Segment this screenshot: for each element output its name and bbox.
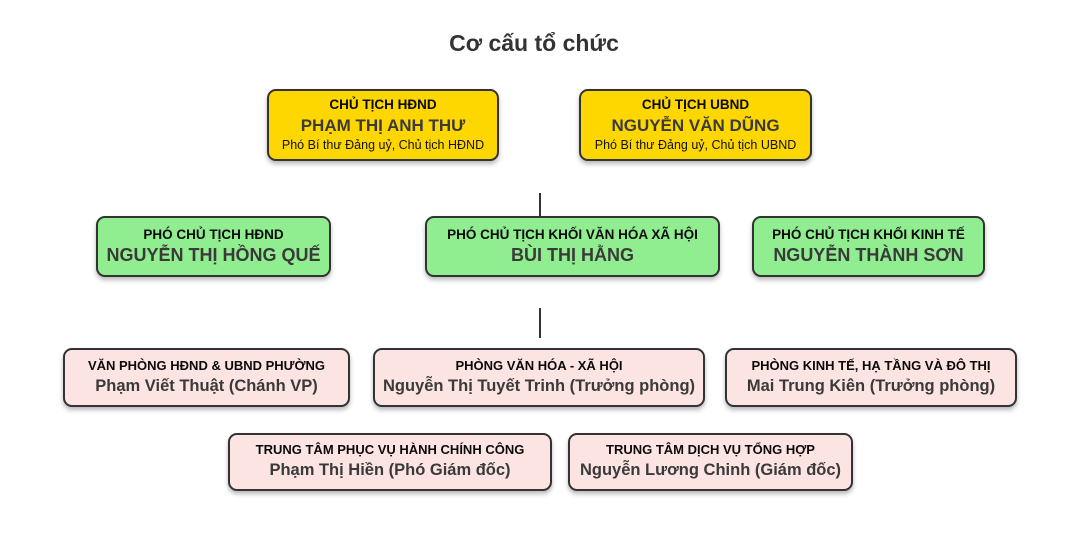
node-person-name: PHẠM THỊ ANH THƯ (300, 115, 466, 135)
node-person-name: NGUYỄN THÀNH SƠN (773, 245, 964, 266)
node-chu-tich-hdnd[interactable]: CHỦ TỊCH HĐND PHẠM THỊ ANH THƯ Phó Bí th… (267, 89, 499, 161)
node-subtitle: Phó Bí thư Đảng uỷ, Chủ tịch HĐND (281, 138, 485, 152)
node-pho-chu-tich-van-hoa-xa-hoi[interactable]: PHÓ CHỦ TỊCH KHỐI VĂN HÓA XÃ HỘI BÙI THỊ… (425, 216, 720, 277)
node-trung-tam-dich-vu-tong-hop[interactable]: TRUNG TÂM DỊCH VỤ TỔNG HỢP Nguyễn Lương … (568, 433, 853, 491)
node-phong-kinh-te-ha-tang-do-thi[interactable]: PHÒNG KINH TẾ, HẠ TẦNG VÀ ĐÔ THỊ Mai Tru… (725, 348, 1017, 407)
connector-middle-line (539, 308, 541, 338)
node-van-phong-hdnd-ubnd[interactable]: VĂN PHÒNG HĐND & UBND PHƯỜNG Phạm Viết T… (63, 348, 350, 407)
node-role: PHÓ CHỦ TỊCH HĐND (143, 226, 284, 242)
node-person-name: Phạm Viết Thuật (Chánh VP) (95, 376, 318, 395)
node-person-name: Nguyễn Thị Tuyết Trinh (Trưởng phòng) (382, 376, 696, 395)
node-role: PHÓ CHỦ TỊCH KHỐI VĂN HÓA XÃ HỘI (447, 226, 698, 242)
node-subtitle: Phó Bí thư Đảng uỷ, Chủ tịch UBND (594, 138, 797, 152)
node-person-name: NGUYỄN THỊ HỒNG QUẾ (106, 245, 321, 266)
node-person-name: Mai Trung Kiên (Trưởng phòng) (746, 376, 996, 395)
node-pho-chu-tich-hdnd[interactable]: PHÓ CHỦ TỊCH HĐND NGUYỄN THỊ HỒNG QUẾ (96, 216, 331, 277)
node-trung-tam-hanh-chinh-cong[interactable]: TRUNG TÂM PHỤC VỤ HÀNH CHÍNH CÔNG Phạm T… (228, 433, 552, 491)
node-person-name: BÙI THỊ HẰNG (511, 245, 634, 266)
node-person-name: Nguyễn Lương Chinh (Giám đốc) (579, 461, 842, 480)
node-pho-chu-tich-kinh-te[interactable]: PHÓ CHỦ TỊCH KHỐI KINH TẾ NGUYỄN THÀNH S… (752, 216, 985, 277)
node-role: PHÓ CHỦ TỊCH KHỐI KINH TẾ (772, 226, 965, 242)
node-role: CHỦ TỊCH UBND (641, 97, 750, 113)
node-role: CHỦ TỊCH HĐND (329, 97, 437, 113)
node-role: PHÒNG KINH TẾ, HẠ TẦNG VÀ ĐÔ THỊ (751, 357, 991, 373)
node-role: TRUNG TÂM PHỤC VỤ HÀNH CHÍNH CÔNG (255, 442, 525, 458)
node-chu-tich-ubnd[interactable]: CHỦ TỊCH UBND NGUYỄN VĂN DŨNG Phó Bí thư… (579, 89, 812, 161)
node-role: TRUNG TÂM DỊCH VỤ TỔNG HỢP (606, 442, 815, 458)
node-person-name: NGUYỄN VĂN DŨNG (611, 115, 780, 135)
chart-title: Cơ cấu tổ chức (449, 30, 619, 56)
node-phong-van-hoa-xa-hoi[interactable]: PHÒNG VĂN HÓA - XÃ HỘI Nguyễn Thị Tuyết … (373, 348, 705, 407)
node-role: PHÒNG VĂN HÓA - XÃ HỘI (455, 357, 623, 373)
node-person-name: Phạm Thị Hiền (Phó Giám đốc) (269, 461, 511, 480)
node-role: VĂN PHÒNG HĐND & UBND PHƯỜNG (87, 357, 326, 373)
connector-top-line (539, 193, 541, 216)
